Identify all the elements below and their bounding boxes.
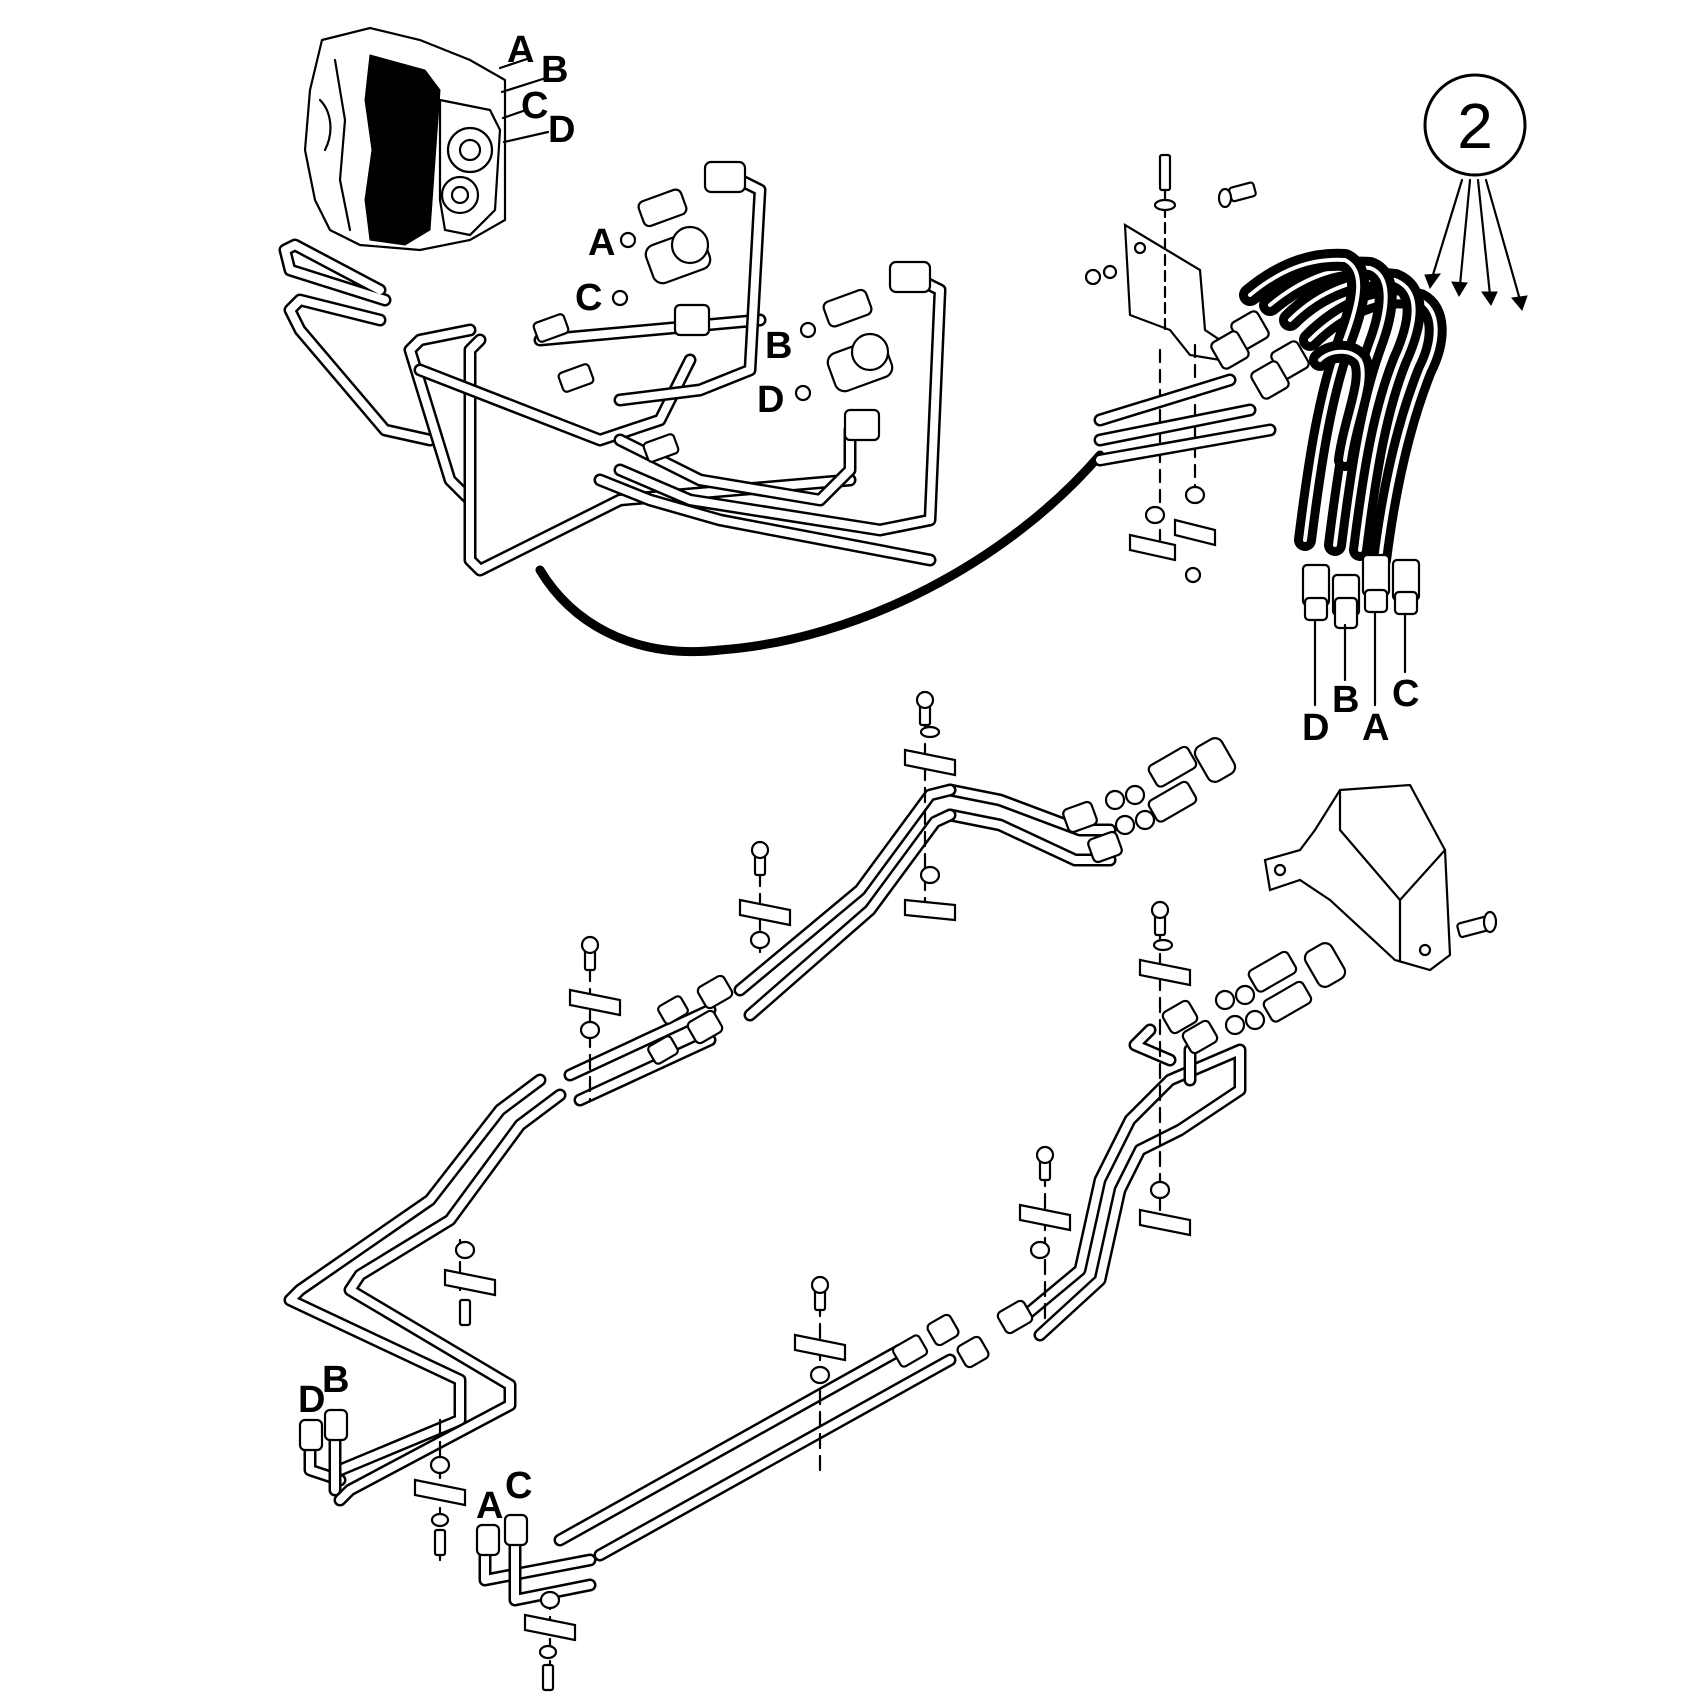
hose-label-b: B [1332, 679, 1359, 721]
clamp-4 [443, 1238, 497, 1327]
valve-port-leaders [498, 56, 550, 144]
clamp-1 [903, 690, 957, 922]
fitting-label-c: C [575, 277, 602, 319]
lower-tube-routing [283, 783, 1247, 1607]
o-rings-upper [611, 231, 817, 402]
clamp-5 [413, 1418, 467, 1562]
bottom-tube-labels: A C [476, 1465, 532, 1527]
clamp-6 [523, 1590, 577, 1692]
left-tube-labels: D B [298, 1359, 349, 1421]
connector-curve [535, 450, 1105, 656]
bottom-tube-label-c: C [505, 1465, 532, 1507]
upper-fitting-labels: A C B D [575, 222, 792, 421]
callout-2: 2 [1423, 73, 1528, 311]
valve-port-label-b: B [541, 49, 568, 91]
valve-port-label-a: A [507, 29, 534, 71]
fitting-label-a: A [588, 222, 615, 264]
hose-leaders [1313, 610, 1407, 707]
upper-tube-bundle [278, 173, 947, 577]
upper-bracket [1084, 153, 1257, 362]
hose-label-a: A [1362, 707, 1389, 749]
valve-port-label-d: D [548, 109, 575, 151]
clamp-7 [793, 1275, 847, 1472]
clamp-2 [738, 840, 792, 962]
left-tube-label-b: B [322, 1359, 349, 1401]
valve-port-label-c: C [521, 85, 548, 127]
hose-end-fittings [1210, 310, 1421, 630]
hose-label-d: D [1302, 707, 1329, 749]
lower-clamps [413, 690, 1192, 1692]
lower-fittings [298, 737, 1347, 1557]
valve-port-labels: A B C D [507, 29, 575, 151]
fitting-label-b: B [765, 325, 792, 367]
hose-end-labels: D B A C [1302, 673, 1419, 749]
callout-number: 2 [1457, 90, 1493, 162]
bracket-tubes [1093, 373, 1277, 467]
bottom-tube-label-a: A [476, 1485, 503, 1527]
upper-fittings [532, 160, 932, 463]
left-tube-label-d: D [298, 1379, 325, 1421]
o-rings-lower [1104, 784, 1266, 1036]
upper-clamps [1128, 343, 1217, 584]
fitting-label-d: D [757, 379, 784, 421]
clamp-8 [1018, 1145, 1072, 1322]
hose-label-c: C [1392, 673, 1419, 715]
control-valve [303, 26, 507, 252]
clamp-3 [568, 935, 622, 1102]
hose-assembly [1239, 248, 1447, 571]
clamp-9 [1138, 900, 1192, 1237]
lower-bracket [1263, 783, 1498, 972]
